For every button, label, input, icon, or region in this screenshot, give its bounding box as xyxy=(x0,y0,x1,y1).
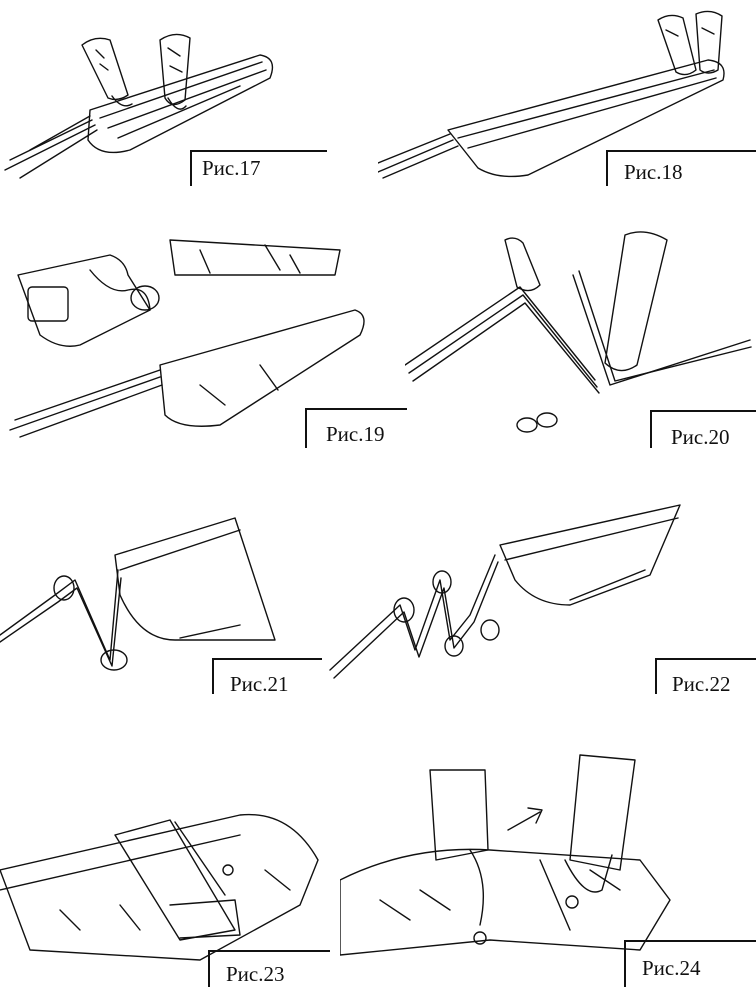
figure-19-caption: Рис.19 xyxy=(326,422,385,446)
figure-19: Рис.19 xyxy=(0,215,407,455)
figure-22: Рис.22 xyxy=(320,500,756,700)
figure-18: Рис.18 xyxy=(378,0,756,200)
figure-24-illustration xyxy=(340,750,756,995)
figure-23-illustration xyxy=(0,790,340,995)
figure-21: Рис.21 xyxy=(0,500,322,700)
figure-21-caption: Рис.21 xyxy=(230,672,289,696)
figure-23-caption-frame xyxy=(208,950,330,987)
figure-22-illustration xyxy=(320,500,756,700)
figure-17: Рис.17 xyxy=(0,0,378,200)
figure-17-caption: Рис.17 xyxy=(202,156,261,180)
figure-19-illustration xyxy=(0,215,405,455)
figure-17-caption-frame xyxy=(190,150,327,186)
figure-22-caption: Рис.22 xyxy=(672,672,731,696)
figure-20: Рис.20 xyxy=(405,215,756,455)
figure-24: Рис.24 xyxy=(340,750,756,995)
figure-20-illustration xyxy=(405,215,756,455)
figure-22-caption-frame xyxy=(655,658,756,694)
figure-17-illustration xyxy=(0,0,378,200)
figure-19-caption-frame xyxy=(305,408,407,448)
figure-20-caption: Рис.20 xyxy=(671,425,730,449)
figure-21-illustration xyxy=(0,500,320,700)
figure-20-caption-frame xyxy=(650,410,756,448)
figure-23: Рис.23 xyxy=(0,790,340,995)
figure-18-caption: Рис.18 xyxy=(624,160,683,184)
figure-23-caption: Рис.23 xyxy=(226,962,285,986)
figure-18-illustration xyxy=(378,0,756,200)
figure-21-caption-frame xyxy=(212,658,322,694)
figure-24-caption-frame xyxy=(624,940,756,987)
figure-18-caption-frame xyxy=(606,150,756,186)
figure-24-caption: Рис.24 xyxy=(642,956,701,980)
